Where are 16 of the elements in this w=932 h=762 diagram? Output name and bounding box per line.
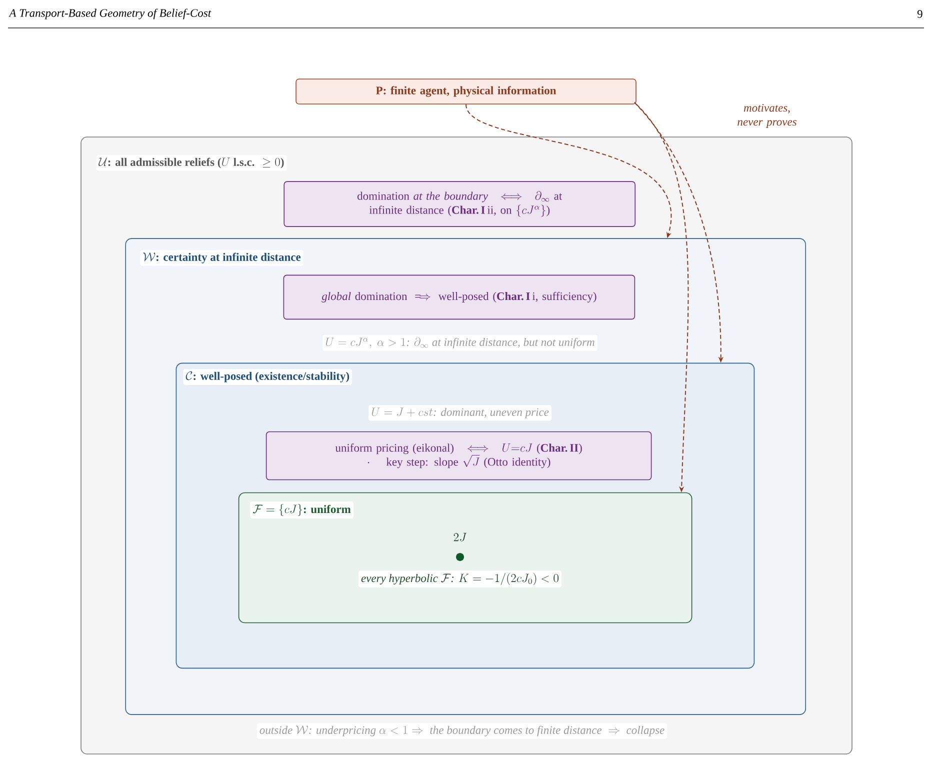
point-label: $2J$	[454, 532, 467, 542]
note-text: $\textit{every hyperbolic }\mathcal{F}\textit{: }K=-1/(2cJ_0)<0$	[358, 570, 562, 588]
page-number: 9	[917, 10, 922, 18]
note-text: motivates, never proves	[738, 104, 796, 128]
running-head: A Transport-Based Geometry of Belief-Cost	[8, 8, 212, 20]
note-text: $U=J+cst\textit{: dominant, uneven price}$	[368, 405, 552, 421]
note-text: $U=cJ^\alpha,\ \alpha>1\textit{: }\partial_\infty\textit{ at infinite distance, but not uniform}$	[322, 335, 598, 351]
label-box: P: finite agent, physical information	[296, 78, 636, 104]
region-heading: $\mathcal{F}=\{cJ\}\textbf{: uniform}$	[250, 501, 354, 518]
statement-box: $\textit{global}\text{ domination}\Longrightarrow\text{well-posed (\textbf{Char.\,I}\,i, sufficiency)}$	[283, 274, 636, 320]
note-text: $\textit{outside }\mathcal{W}\textit{: underpricing }\alpha<1\Rightarrow\textit{ the boundary comes to finite distance }\Rightarrow\textit{ collapse}$	[256, 723, 668, 739]
region-heading: $\mathcal{C}\textbf{: well-posed (existence/stability)}$	[183, 369, 352, 385]
statement-box: $\text{uniform pricing (eikonal)}\Longleftrightarrow U{=}cJ\text{ (\textbf{Char.\,II})}\allowbreak\ \cdot\ \text{ key step: slope }\sqrt{J}\text{ (Otto identity)}$	[266, 431, 652, 480]
region-heading: $\mathcal{W}\textbf{: certainty at infinite distance}$	[140, 250, 304, 266]
region-heading: $\mathcal{U}\textbf{: all admissible reliefs (}U\textbf{ l.s.c. }\geq 0\textbf{)}$	[96, 155, 287, 171]
statement-box: $\text{domination \textit{at the boundary}}\Longleftrightarrow\partial_\infty\text{ at}\allowbreak\ \text{infinite distance (\textbf{Char.\,I}\,ii, on }\{cJ^\alpha\}\text{)}$	[284, 181, 636, 227]
